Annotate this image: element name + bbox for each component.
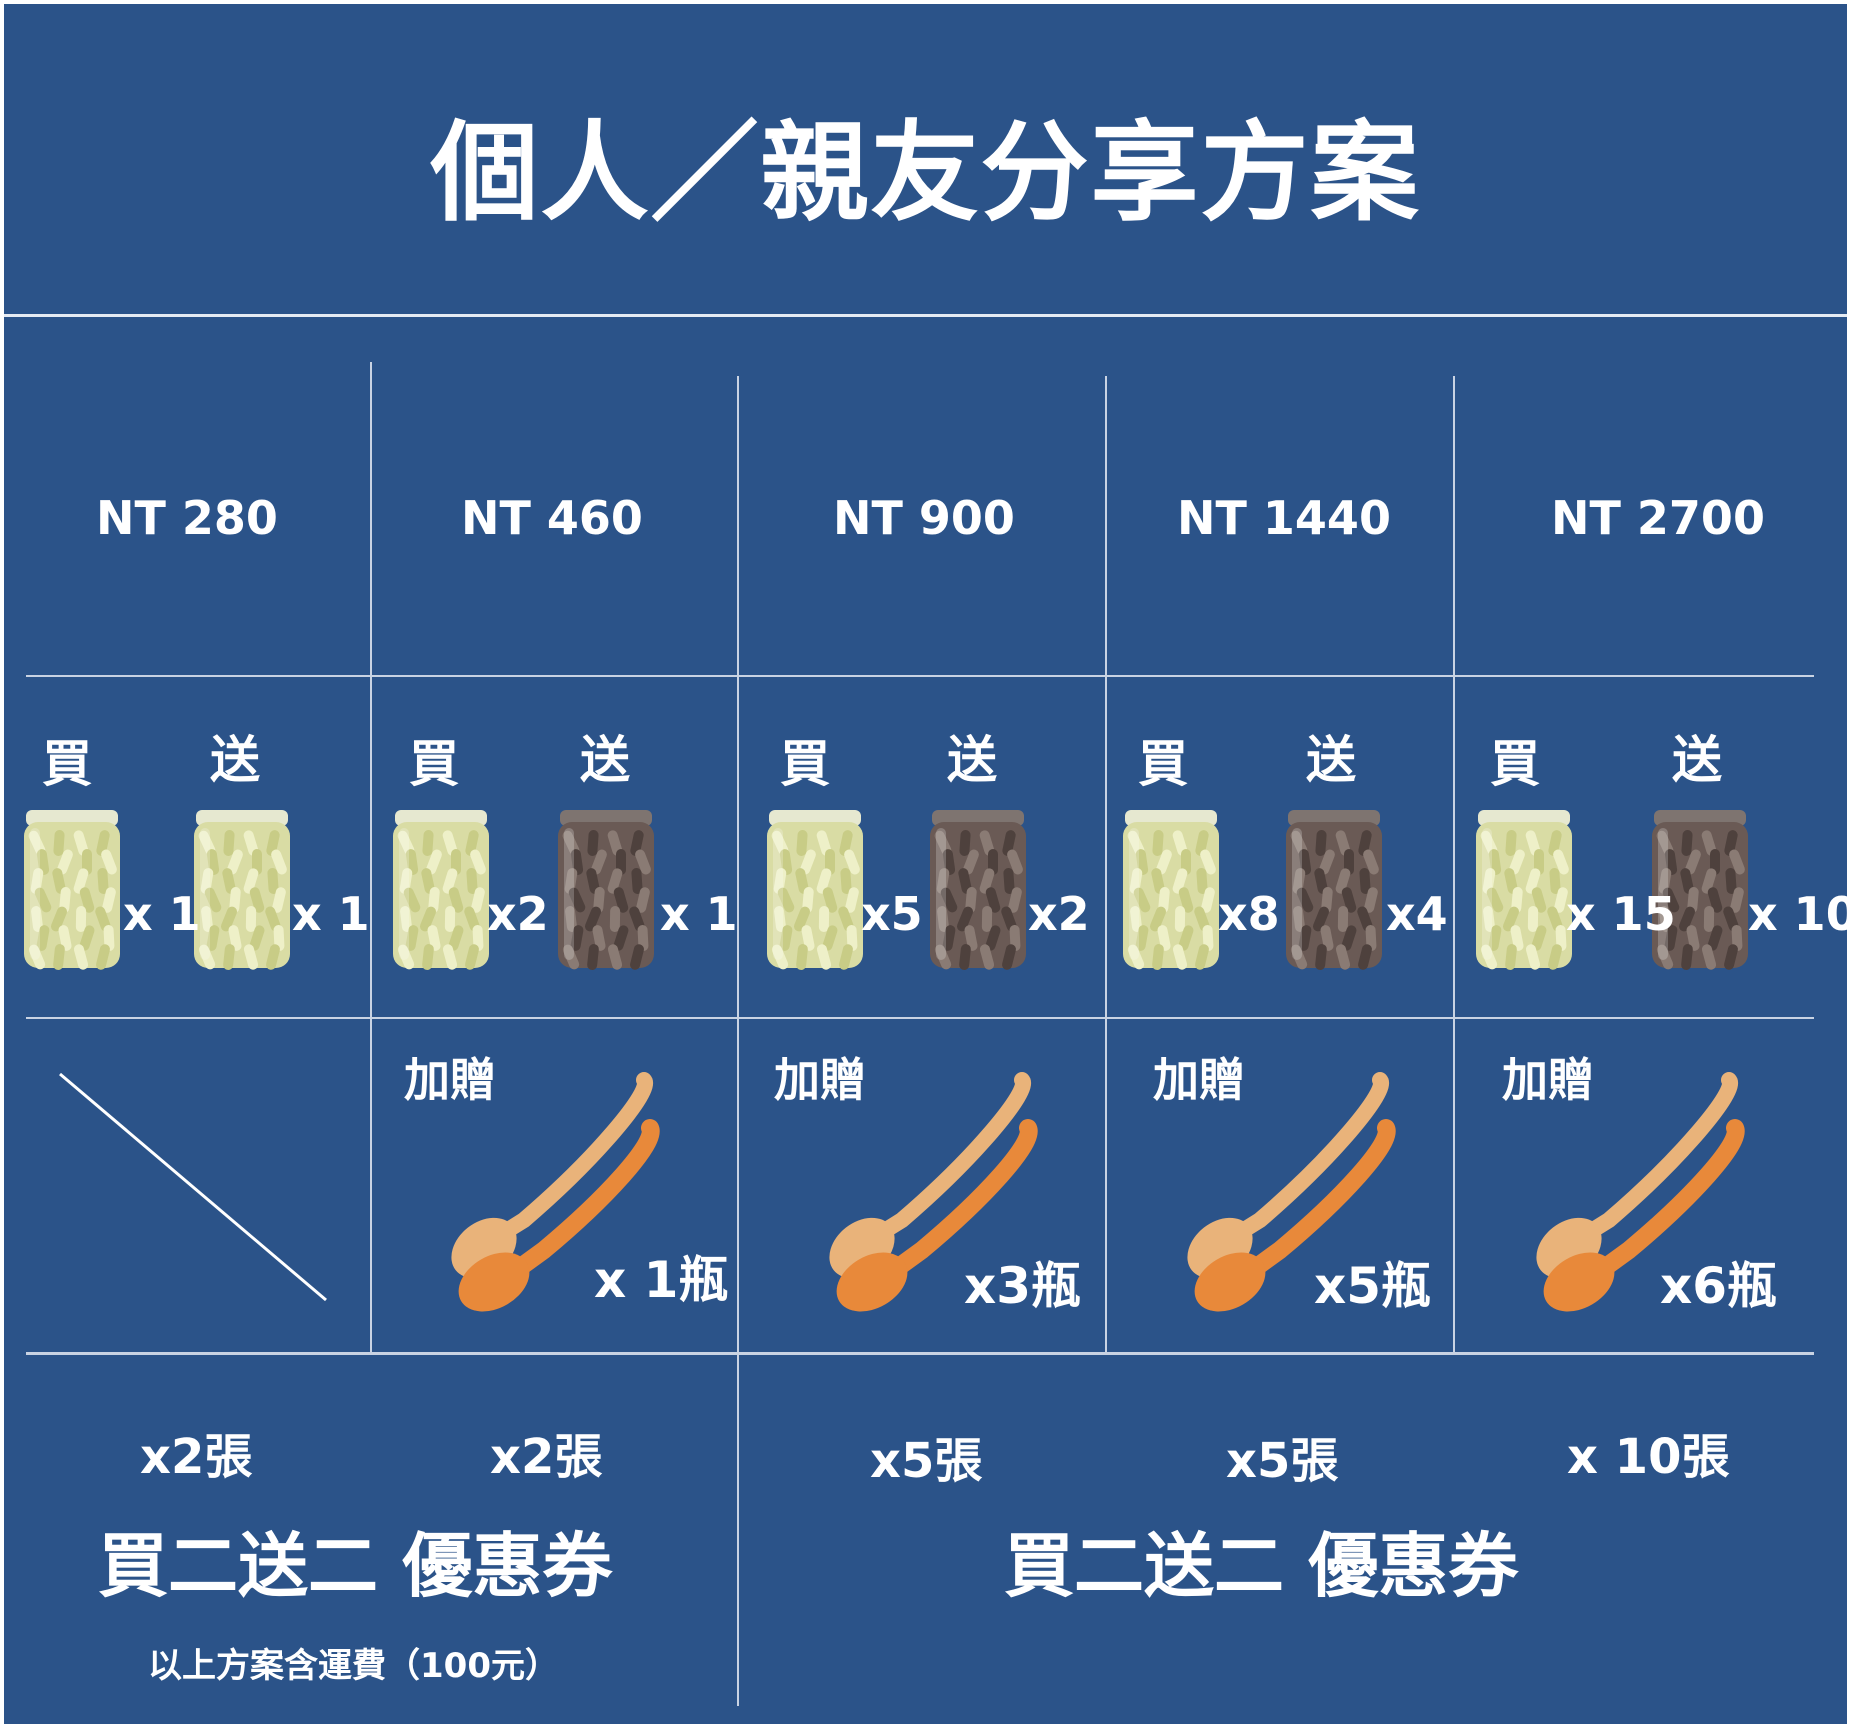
gift-label: 送 xyxy=(580,731,630,789)
row-divider-2 xyxy=(26,1017,1814,1019)
row-divider-1 xyxy=(26,675,1814,677)
shipping-note: 以上方案含運費（100元） xyxy=(148,1646,559,1686)
gift-quantity: x4 xyxy=(1386,887,1448,941)
dark-snack-jar-icon xyxy=(1652,810,1748,970)
price-plan-1: NT 280 xyxy=(96,491,278,545)
bonus-label: 加贈 xyxy=(404,1053,496,1107)
coupon-count: x 10張 xyxy=(1567,1429,1730,1485)
spoon-icon xyxy=(1187,1072,1396,1312)
coupon-count: x2張 xyxy=(140,1429,253,1485)
bonus-label: 加贈 xyxy=(1153,1053,1245,1107)
gift-quantity: x 1 xyxy=(292,887,370,941)
coupon-count: x5張 xyxy=(870,1433,983,1489)
dark-snack-jar-icon xyxy=(930,810,1026,970)
gift-label: 送 xyxy=(1672,731,1722,789)
light-snack-jar-icon xyxy=(767,810,863,970)
price-plan-5: NT 2700 xyxy=(1551,491,1765,545)
buy-label: 買 xyxy=(1138,735,1188,793)
row-divider-3 xyxy=(26,1352,1814,1355)
bonus-quantity: x 1瓶 xyxy=(594,1251,729,1309)
page-title: 個人／親友分享方案 xyxy=(430,111,1421,236)
col-divider-2 xyxy=(737,376,739,1706)
gift-label: 送 xyxy=(1306,731,1356,789)
buy-label: 買 xyxy=(1490,735,1540,793)
col-divider-1 xyxy=(370,362,372,1352)
coupon-title-right: 買二送二 優惠券 xyxy=(1004,1525,1519,1607)
buy-quantity: x 1 xyxy=(123,887,201,941)
light-snack-jar-icon xyxy=(24,810,120,970)
gift-quantity: x2 xyxy=(1028,887,1090,941)
no-bonus-slash xyxy=(59,1072,327,1302)
spoon-icon xyxy=(451,1072,660,1312)
light-snack-jar-icon xyxy=(1123,810,1219,970)
spoon-icon xyxy=(1536,1072,1745,1312)
coupon-count: x2張 xyxy=(490,1429,603,1485)
title-divider xyxy=(4,314,1847,317)
col-divider-4 xyxy=(1453,376,1455,1352)
gift-label: 送 xyxy=(947,731,997,789)
dark-snack-jar-icon xyxy=(558,810,654,970)
buy-quantity: x5 xyxy=(861,887,923,941)
col-divider-3 xyxy=(1105,376,1107,1352)
coupon-count: x5張 xyxy=(1226,1433,1339,1489)
light-snack-jar-icon xyxy=(194,810,290,970)
price-plan-4: NT 1440 xyxy=(1177,491,1391,545)
gift-label: 送 xyxy=(210,731,260,789)
buy-quantity: x 15 xyxy=(1566,887,1676,941)
pricing-board: 個人／親友分享方案 NT 280 NT 460 NT 900 NT 1440 N… xyxy=(4,4,1847,1724)
buy-quantity: x2 xyxy=(487,887,549,941)
coupon-title-left: 買二送二 優惠券 xyxy=(98,1525,613,1607)
bonus-quantity: x6瓶 xyxy=(1660,1257,1778,1315)
gift-quantity: x 10 xyxy=(1748,887,1847,941)
buy-label: 買 xyxy=(409,735,459,793)
bonus-quantity: x3瓶 xyxy=(964,1257,1082,1315)
bonus-quantity: x5瓶 xyxy=(1314,1257,1432,1315)
price-plan-2: NT 460 xyxy=(461,491,643,545)
price-plan-3: NT 900 xyxy=(833,491,1015,545)
bonus-label: 加贈 xyxy=(1502,1053,1594,1107)
dark-snack-jar-icon xyxy=(1286,810,1382,970)
buy-label: 買 xyxy=(780,735,830,793)
light-snack-jar-icon xyxy=(1476,810,1572,970)
spoon-icon xyxy=(829,1072,1038,1312)
buy-label: 買 xyxy=(42,735,92,793)
buy-quantity: x8 xyxy=(1218,887,1280,941)
bonus-label: 加贈 xyxy=(774,1053,866,1107)
light-snack-jar-icon xyxy=(393,810,489,970)
gift-quantity: x 1 xyxy=(660,887,738,941)
